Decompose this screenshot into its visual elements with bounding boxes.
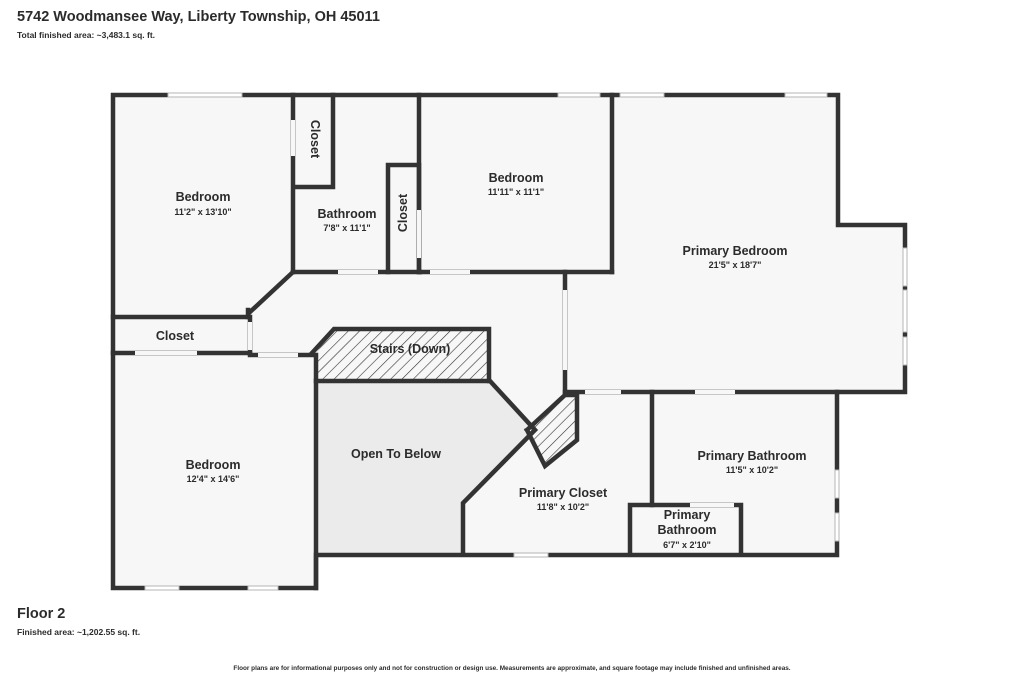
room-dims-primary-bathroom: 11'5" x 10'2" <box>726 465 778 475</box>
open-to-below-area <box>316 383 535 553</box>
window <box>144 585 180 591</box>
room-dims-bedroom-nw: 11'2" x 13'10" <box>174 207 231 217</box>
room-name-primary-bath-small-line1: Primary <box>664 508 711 522</box>
wall <box>313 378 539 556</box>
door-opening <box>585 390 621 394</box>
door-opening <box>417 210 421 258</box>
room-name-open-to-below: Open To Below <box>351 447 441 461</box>
floor-name: Floor 2 <box>17 606 66 622</box>
window <box>513 552 549 558</box>
window <box>902 289 908 333</box>
door-opening <box>291 120 295 156</box>
room-name-bedroom-mid: Bedroom <box>489 171 544 185</box>
window <box>247 585 279 591</box>
room-name-closet-top: Closet <box>308 120 322 159</box>
room-name-bedroom-sw: Bedroom <box>186 458 241 472</box>
door-opening <box>258 353 298 357</box>
room-name-closet-left: Closet <box>156 329 195 343</box>
window <box>557 92 601 98</box>
wall <box>308 326 492 384</box>
floor-area-fill <box>113 95 905 588</box>
door-opening <box>430 270 470 274</box>
stairs-hatch <box>316 329 489 381</box>
total-finished-area: Total finished area: ~3,483.1 sq. ft. <box>17 30 156 40</box>
wall <box>292 92 336 190</box>
room-name-primary-bath-small-line2: Bathroom <box>657 523 716 537</box>
disclaimer: Floor plans are for informational purpos… <box>233 665 791 672</box>
room-dims-primary-bath-small: 6'7" x 2'10" <box>663 540 711 550</box>
room-name-stairs: Stairs (Down) <box>370 342 451 356</box>
window <box>834 512 840 542</box>
door-opening <box>690 503 734 507</box>
room-dims-bedroom-mid: 11'11" x 11'1" <box>488 187 544 197</box>
property-address: 5742 Woodmansee Way, Liberty Township, O… <box>17 9 380 25</box>
window <box>784 92 828 98</box>
window <box>902 247 908 287</box>
window <box>619 92 665 98</box>
stairs-landing-hatch <box>527 395 575 466</box>
room-name-bedroom-nw: Bedroom <box>176 190 231 204</box>
door-opening <box>695 390 735 394</box>
room-name-bathroom: Bathroom <box>317 207 376 221</box>
room-name-primary-bathroom: Primary Bathroom <box>697 449 806 463</box>
door-opening <box>135 351 197 355</box>
window <box>167 92 243 98</box>
room-name-closet-bath: Closet <box>396 193 410 232</box>
door-opening <box>563 290 567 370</box>
window <box>834 469 840 499</box>
door-opening <box>338 270 378 274</box>
room-dims-bathroom: 7'8" x 11'1" <box>323 223 370 233</box>
room-dims-bedroom-sw: 12'4" x 14'6" <box>187 474 240 484</box>
floor-finished-area: Finished area: ~1,202.55 sq. ft. <box>17 627 141 637</box>
room-name-primary-bedroom: Primary Bedroom <box>683 244 788 258</box>
room-dims-primary-bedroom: 21'5" x 18'7" <box>709 260 762 270</box>
wall <box>246 268 297 316</box>
room-dims-primary-closet: 11'8" x 10'2" <box>537 502 589 512</box>
door-opening <box>248 322 252 350</box>
window <box>902 336 908 366</box>
wall <box>627 502 744 556</box>
wall <box>523 392 580 470</box>
room-name-primary-closet: Primary Closet <box>519 486 608 500</box>
